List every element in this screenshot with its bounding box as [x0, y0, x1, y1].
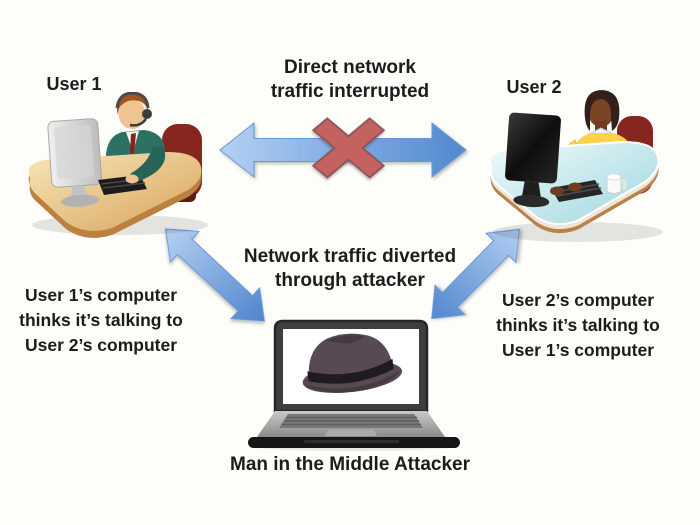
left-diagonal-double-arrow [165, 228, 265, 322]
right-diagonal-double-arrow [431, 228, 520, 320]
attacker-laptop-icon [248, 319, 460, 451]
red-x-icon [311, 117, 386, 179]
monitor [505, 112, 561, 208]
diverted-traffic-label: Network traffic diverted through attacke… [243, 246, 457, 291]
attacker-label: Man in the Middle Attacker [230, 454, 470, 475]
mug-icon [606, 173, 627, 194]
user2-workstation-icon [488, 90, 663, 242]
user1-label: User 1 [46, 74, 102, 94]
user1-workstation-icon [28, 92, 208, 238]
monitor [47, 118, 103, 207]
direct-traffic-label: Direct network traffic interrupted [270, 57, 430, 102]
headset-icon [115, 92, 150, 109]
fedora-hat-icon [302, 333, 403, 394]
right-caption: User 2’s computer thinks it’s talking to… [496, 290, 660, 360]
laptop-trackpad [325, 430, 377, 436]
user2-label: User 2 [506, 77, 562, 97]
left-caption: User 1’s computer thinks it’s talking to… [19, 285, 183, 355]
